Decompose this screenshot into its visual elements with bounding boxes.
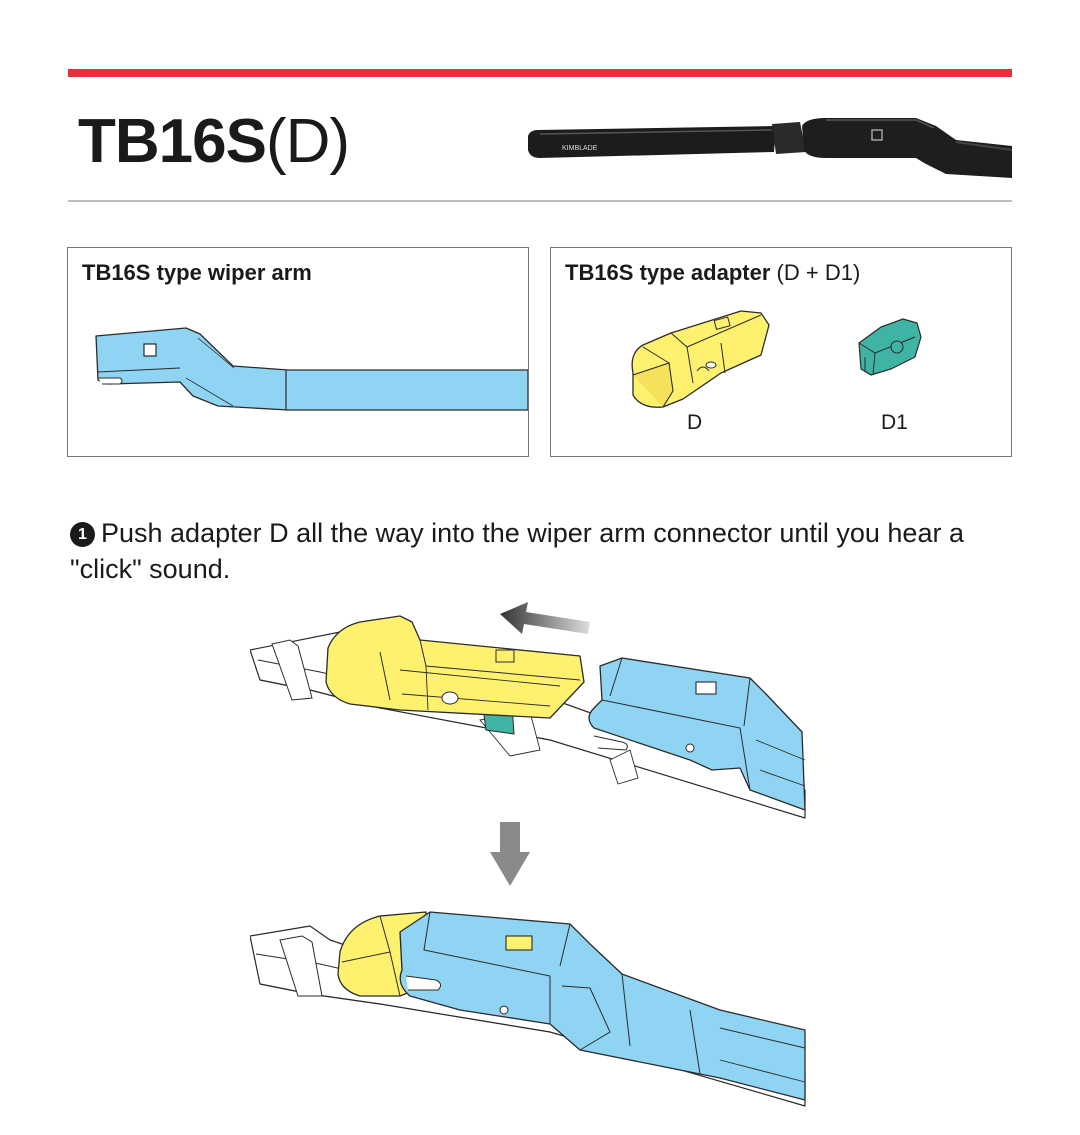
wiper-arm-illustration [95, 327, 528, 411]
adapter-d1-illustration [858, 318, 922, 376]
adapter-panel-title: TB16S type adapter (D + D1) [565, 260, 860, 286]
arm-panel-title: TB16S type wiper arm [82, 260, 312, 285]
step-number-badge: 1 [70, 522, 95, 547]
header-divider [68, 200, 1012, 202]
model-name: TB16S [78, 107, 267, 176]
adapter-title-text: TB16S type adapter [565, 260, 771, 285]
install-before-illustration [250, 602, 806, 819]
down-arrow-icon [490, 822, 530, 886]
adapter-d-illustration [631, 310, 770, 408]
adapter-title-paren: (D + D1) [776, 260, 861, 285]
wiper-blade-image: KIMBLADE [528, 118, 1012, 178]
arm-panel: TB16S type wiper arm [67, 247, 529, 457]
blade-brand-text: KIMBLADE [562, 145, 598, 152]
step-text: Push adapter D all the way into the wipe… [70, 518, 964, 584]
model-suffix: (D) [265, 107, 350, 176]
install-after-illustration [250, 911, 806, 1107]
adapter-d-label: D [687, 411, 703, 434]
header-accent-bar [68, 69, 1012, 77]
adapter-d1-label: D1 [881, 411, 908, 434]
adapter-panel: TB16S type adapter (D + D1) D D1 [550, 247, 1012, 457]
page-title: TB16S(D) [78, 104, 350, 180]
